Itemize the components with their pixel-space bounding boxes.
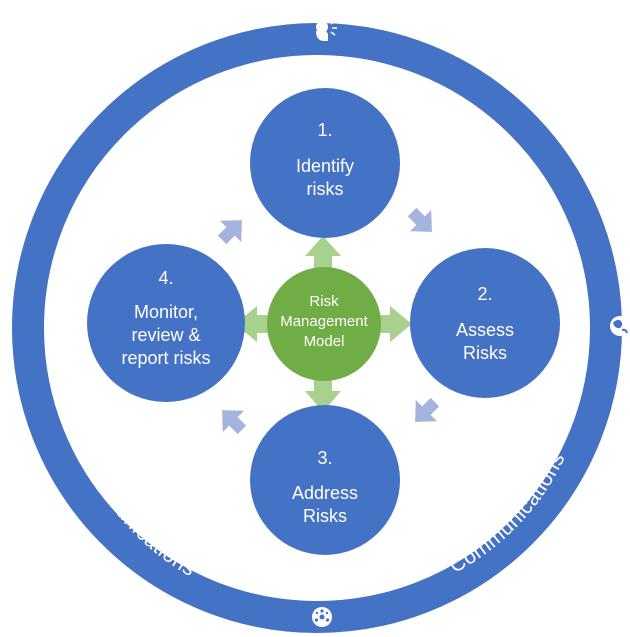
- center-label-line-1: Risk: [309, 293, 339, 310]
- cycle-arrow-to-assess: [407, 207, 432, 232]
- people-conversation-icon: [19, 311, 42, 333]
- globe-icon: [610, 316, 630, 336]
- step-2-label-line-2: Risks: [463, 343, 507, 363]
- step-2-number: 2.: [477, 284, 492, 304]
- step-3-number: 3.: [317, 448, 332, 468]
- step-4-label-line-2: review &: [131, 325, 200, 345]
- step-1-number: 1.: [317, 120, 332, 140]
- step-1-label-line-2: risks: [307, 179, 344, 199]
- step-2-label-line-1: Assess: [456, 320, 514, 340]
- step-4-label-line-3: report risks: [121, 348, 210, 368]
- step-circle-address: [250, 405, 400, 555]
- network-hub-icon: [312, 607, 332, 627]
- cycle-arrow-to-address: [415, 397, 440, 422]
- step-3-label-line-1: Address: [292, 483, 358, 503]
- step-1-label-line-1: Identify: [296, 156, 354, 176]
- step-circle-identify: [250, 88, 400, 238]
- step-circle-monitor: [87, 244, 245, 402]
- step-4-number: 4.: [158, 268, 173, 288]
- speaking-head-icon: [316, 20, 337, 41]
- center-circle: [267, 267, 381, 381]
- cycle-arrow-to-identify: [217, 220, 242, 245]
- step-3-label-line-2: Risks: [303, 506, 347, 526]
- step-4-label-line-1: Monitor,: [134, 302, 198, 322]
- center-label-line-2: Management: [280, 313, 368, 330]
- step-circle-assess: [410, 248, 560, 398]
- cycle-arrow-to-monitor: [222, 410, 247, 435]
- center-label-line-3: Model: [304, 333, 345, 350]
